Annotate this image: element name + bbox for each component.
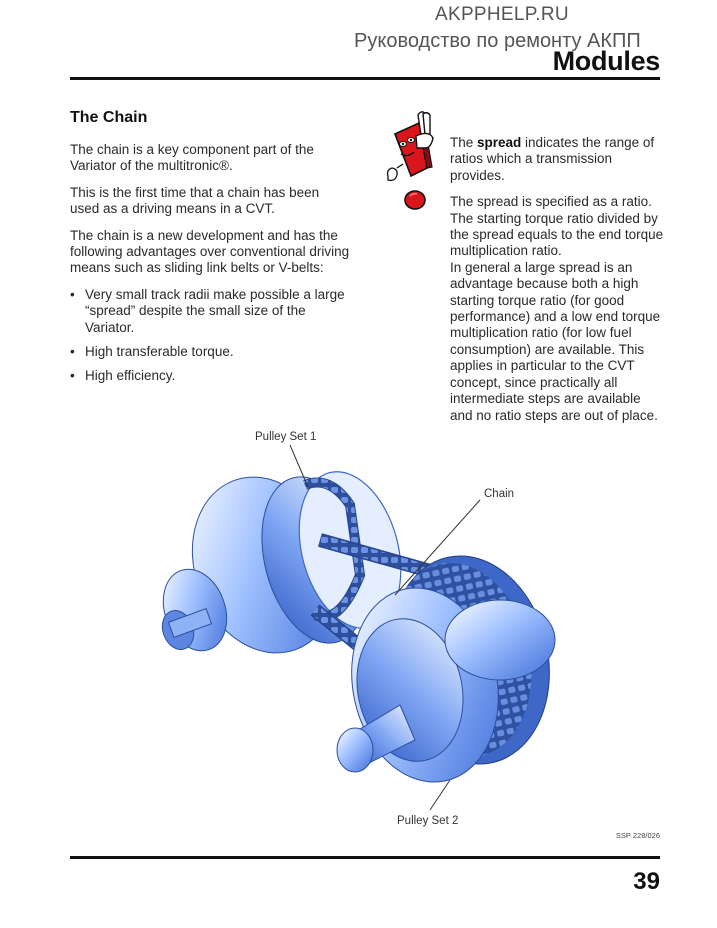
note-paragraph: The spread is specified as a ratio. The … bbox=[450, 194, 664, 259]
page-number: 39 bbox=[633, 868, 660, 895]
list-item: High efficiency. bbox=[70, 368, 350, 385]
advantages-list: Very small track radii make possible a l… bbox=[70, 287, 350, 385]
watermark-site: AKPPHELP.RU bbox=[435, 4, 569, 25]
chain-heading: The Chain bbox=[70, 109, 148, 126]
label-chain: Chain bbox=[484, 488, 515, 500]
note-paragraph: In general a large spread is an advantag… bbox=[450, 259, 661, 423]
paragraph: This is the first time that a chain has … bbox=[70, 184, 320, 217]
left-column: The chain is a key component part of the… bbox=[70, 142, 350, 393]
list-item: Very small track radii make possible a l… bbox=[70, 287, 350, 336]
exclamation-note-icon bbox=[386, 111, 434, 210]
section-title: Modules bbox=[552, 46, 661, 76]
spread-note: The spread indicates the range of ratios… bbox=[450, 135, 665, 434]
note-text: The bbox=[450, 135, 478, 150]
variator-illustration bbox=[161, 445, 556, 811]
note-text: indicates the range of ratios which a tr… bbox=[450, 135, 655, 183]
note-paragraph: The spread indicates the range of ratios… bbox=[450, 135, 665, 184]
paragraph: The chain is a new development and has t… bbox=[70, 227, 350, 276]
list-item: High transferable torque. bbox=[70, 344, 350, 361]
label-pulley-set-1: Pulley Set 1 bbox=[255, 431, 317, 443]
figure-reference: SSP 228/026 bbox=[615, 831, 660, 840]
label-pulley-set-2: Pulley Set 2 bbox=[397, 815, 459, 827]
header-rule bbox=[70, 77, 660, 80]
footer-rule bbox=[70, 856, 660, 859]
spread-term: spread bbox=[477, 135, 522, 150]
paragraph: The chain is a key component part of the… bbox=[70, 142, 314, 174]
watermark-subtitle: Руководство по ремонту АКПП bbox=[354, 30, 641, 52]
